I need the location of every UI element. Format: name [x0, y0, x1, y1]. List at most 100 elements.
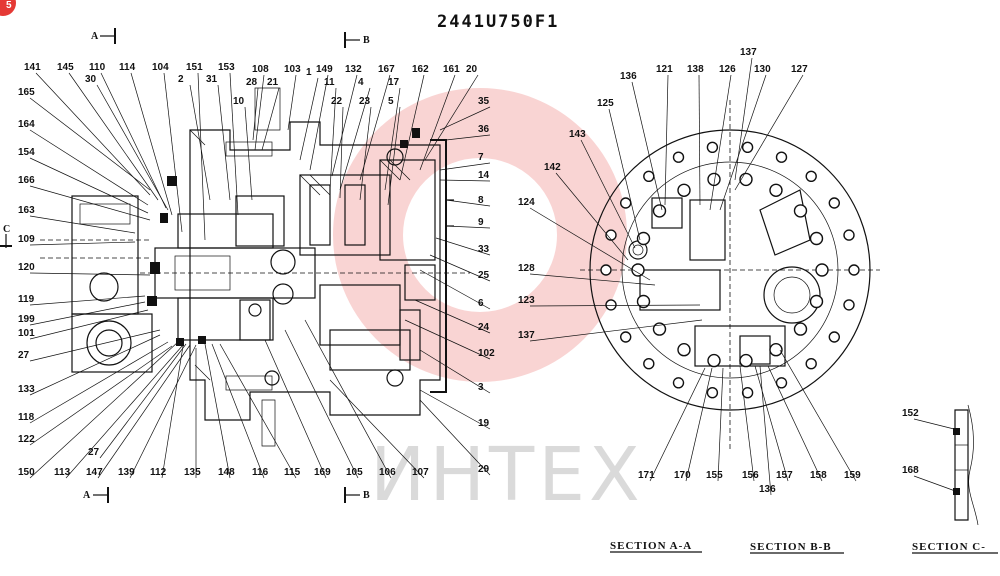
aa-leader-7 [608, 108, 641, 241]
inner-bolt-hole [769, 343, 783, 357]
watermark-gear-logo [333, 88, 627, 382]
main-leader-4 [163, 72, 183, 233]
main-leader-67 [404, 319, 491, 360]
main-part-label: 165 [18, 87, 35, 98]
flange-bolt-hole [672, 151, 685, 163]
flange-bolt-hole [828, 197, 840, 209]
aa-part-label: 126 [719, 64, 736, 75]
aa-leader-15 [685, 367, 713, 482]
main-leader-1 [68, 72, 159, 201]
main-leader-40 [29, 329, 161, 362]
main-leader-18 [217, 84, 231, 201]
leader-lines [29, 57, 959, 496]
flange-bolt-hole [843, 229, 855, 241]
main-leader-49 [161, 345, 184, 479]
aa-leader-16 [717, 367, 724, 482]
flange-bolt-hole [620, 197, 632, 209]
aa-leader-0 [734, 57, 753, 181]
main-leader-47 [99, 343, 187, 459]
flange-bolt-hole [805, 170, 817, 183]
flange-bolt-hole [620, 331, 632, 343]
main-part-label: 115 [284, 467, 301, 478]
aa-leader-17 [739, 365, 755, 482]
main-part-label: 27 [88, 447, 100, 458]
aa-part-label: 136 [620, 71, 637, 82]
main-part-label: 151 [186, 62, 203, 73]
flange-bolt-hole [643, 170, 655, 183]
flange-bolt-hole [828, 331, 840, 343]
main-leader-59 [439, 162, 491, 171]
main-part-label: 24 [478, 322, 490, 333]
main-part-label: 103 [284, 64, 301, 75]
main-leader-3 [130, 72, 173, 216]
aa-leader-6 [734, 74, 804, 191]
main-part-label: 28 [246, 77, 258, 88]
main-leader-51 [204, 343, 231, 479]
inner-bolt-hole [652, 322, 667, 336]
main-part-label: 112 [150, 467, 167, 478]
inner-bolt-hole [815, 263, 829, 277]
main-leader-31 [29, 129, 149, 206]
main-leader-29 [445, 134, 491, 141]
aa-leader-19 [767, 365, 823, 482]
main-part-label: 135 [184, 467, 201, 478]
main-leader-42 [29, 341, 169, 424]
inner-bolt-hole [677, 343, 691, 357]
main-part-label: 33 [478, 244, 490, 255]
main-part-label: 10 [233, 96, 245, 107]
inner-bolt-hole [793, 204, 808, 218]
main-leader-24 [244, 106, 253, 201]
section-aa-view [580, 100, 880, 450]
svg-text:B: B [363, 490, 370, 501]
main-part-label: 149 [316, 64, 333, 75]
aa-leader-14 [649, 367, 706, 482]
main-part-label: 20 [466, 64, 478, 75]
main-part-label: 6 [478, 298, 484, 309]
section-marker-a-top: A [91, 28, 116, 44]
main-part-label: 132 [345, 64, 362, 75]
section-c-view [953, 404, 979, 526]
main-leader-25 [339, 106, 344, 199]
main-leader-39 [29, 309, 149, 340]
diagram-title: 2441U750F1 [437, 12, 559, 32]
flange-bolt-hole [643, 358, 655, 370]
inner-bolt-hole [739, 172, 753, 187]
page-badge-number: 5 [6, 0, 12, 11]
inner-bolt-hole [707, 353, 721, 368]
main-part-label: 113 [54, 467, 71, 478]
main-part-label: 8 [478, 195, 484, 206]
main-leader-38 [29, 301, 146, 326]
flange-bolt-hole [605, 299, 617, 311]
main-leader-10 [309, 74, 329, 171]
inner-bolt-hole [809, 294, 824, 309]
main-part-label: 147 [86, 467, 103, 478]
aa-leader-1 [631, 81, 663, 211]
main-leader-16 [96, 84, 169, 211]
flange-bolt-hole [775, 151, 788, 163]
main-part-label: 17 [388, 77, 400, 88]
main-part-label: 114 [119, 62, 136, 73]
main-leader-48 [129, 344, 197, 479]
main-part-label: 14 [478, 170, 490, 181]
main-leader-11 [331, 74, 358, 177]
main-leader-35 [29, 241, 136, 246]
main-leader-45 [65, 344, 184, 479]
main-leader-46 [97, 344, 191, 479]
aa-part-label: 124 [518, 197, 535, 208]
main-part-label: 102 [478, 348, 495, 359]
main-leader-62 [445, 225, 491, 229]
inner-bolt-hole [636, 231, 651, 246]
main-leader-68 [419, 349, 491, 394]
flange-bolt-hole [843, 299, 855, 311]
flange-bolt-hole [775, 377, 788, 389]
main-leader-19 [252, 87, 259, 141]
aa-part-label: 130 [754, 64, 771, 75]
aa-part-label: 121 [656, 64, 673, 75]
main-part-label: 105 [346, 467, 363, 478]
main-leader-44 [29, 341, 179, 479]
main-part-label: 133 [18, 384, 35, 395]
flange-bolt-hole [706, 387, 719, 399]
